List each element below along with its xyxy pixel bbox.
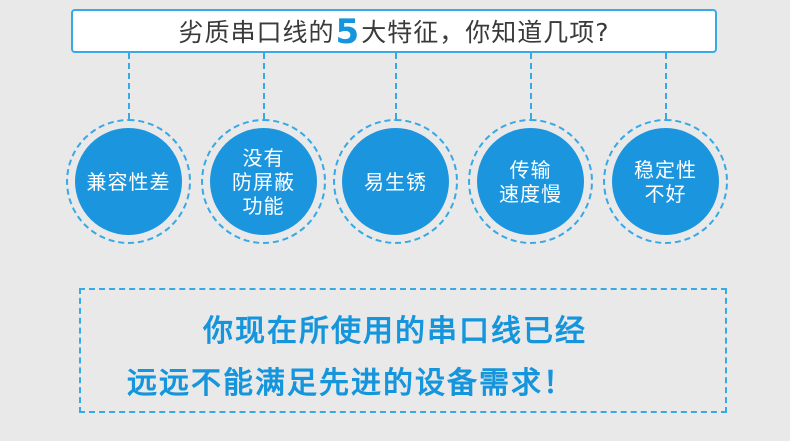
title-number: 5 — [335, 12, 361, 52]
feature-circle-speed: 传输 速度慢 — [468, 119, 593, 244]
feature-label: 兼容性差 — [86, 169, 171, 194]
connector-line — [395, 53, 397, 119]
feature-circle-fill: 易生锈 — [342, 128, 449, 235]
feature-circle-rust: 易生锈 — [333, 119, 458, 244]
feature-circle-fill: 稳定性 不好 — [612, 128, 719, 235]
title-prefix: 劣质串口线的 — [178, 18, 335, 47]
connector-line — [128, 53, 130, 119]
feature-circle-fill: 没有 防屏蔽 功能 — [210, 128, 317, 235]
conclusion-line-1: 你现在所使用的串口线已经 — [203, 314, 587, 349]
connector-line — [665, 53, 667, 119]
feature-circle-fill: 兼容性差 — [75, 128, 182, 235]
conclusion-line-2: 远远不能满足先进的设备需求！ — [127, 366, 575, 401]
connector-line — [263, 53, 265, 119]
feature-circle-fill: 传输 速度慢 — [477, 128, 584, 235]
feature-label: 易生锈 — [364, 169, 427, 194]
feature-circle-shielding: 没有 防屏蔽 功能 — [201, 119, 326, 244]
feature-label: 传输 速度慢 — [499, 157, 562, 206]
feature-label: 没有 防屏蔽 功能 — [232, 145, 295, 218]
title-banner: 劣质串口线的 5 大特征，你知道几项? — [71, 9, 717, 53]
title-suffix: 大特征，你知道几项? — [361, 18, 610, 47]
conclusion-box — [79, 288, 727, 413]
feature-label: 稳定性 不好 — [634, 157, 697, 206]
feature-circle-compatibility: 兼容性差 — [66, 119, 191, 244]
feature-circle-stability: 稳定性 不好 — [603, 119, 728, 244]
connector-line — [530, 53, 532, 119]
